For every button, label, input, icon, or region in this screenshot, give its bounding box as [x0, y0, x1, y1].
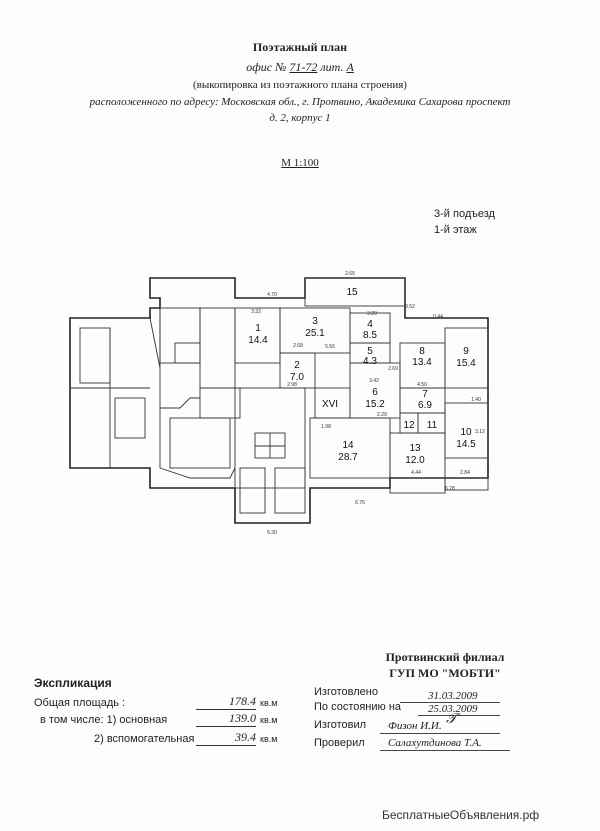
explication-title: Экспликация — [34, 676, 112, 690]
made-value: 31.03.2009 — [428, 690, 478, 702]
entrance-label: 3-й подъезд — [434, 208, 495, 220]
dim-label: 3.20 — [367, 311, 377, 317]
room-14-area: 28.7 — [338, 452, 358, 463]
main-area-value: 139.0 — [196, 711, 256, 727]
dim-label: 3.32 — [251, 309, 261, 315]
dim-label: 2.98 — [287, 382, 297, 388]
main-area-unit: кв.м — [260, 715, 278, 725]
checker-underline — [380, 750, 510, 751]
plan-subtitle: (выкопировка из поэтажного плана строени… — [193, 79, 407, 91]
room-4-number: 4 — [367, 319, 373, 330]
checker-value: Салахутдинова Т.А. — [388, 737, 482, 749]
dim-label: 5.56 — [325, 344, 335, 350]
maker-label: Изготовил — [314, 719, 367, 731]
plan-title: Поэтажный план — [252, 40, 348, 54]
room-5-area: 4.3 — [363, 356, 377, 367]
room-9-area: 15.4 — [456, 358, 476, 369]
dim-label: 2.65 — [345, 271, 355, 277]
dim-label: 2.84 — [460, 470, 470, 476]
room-9-number: 9 — [463, 346, 469, 357]
maker-value: Физон И.И. — [388, 720, 442, 732]
room-8-number: 8 — [419, 346, 425, 357]
address-line-2: д. 2, корпус 1 — [269, 112, 331, 124]
room-3-number: 3 — [312, 316, 318, 327]
office-number: 71-72 — [289, 60, 318, 74]
room-2-area: 7.0 — [290, 372, 304, 383]
room-5-number: 5 — [367, 346, 373, 357]
state-value: 25.03.2009 — [428, 703, 478, 715]
dim-label: 6.28 — [445, 486, 455, 492]
aux-area-unit: кв.м — [260, 734, 278, 744]
total-area-value: 178.4 — [196, 694, 256, 710]
room-4-area: 8.5 — [363, 330, 377, 341]
state-label: По состоянию на — [314, 701, 402, 713]
room-2-number: 2 — [294, 360, 300, 371]
main-area-label: в том числе: 1) основная — [40, 714, 168, 726]
org-name: ГУП МО "МОБТИ" — [389, 666, 501, 680]
dim-label: 0.44 — [433, 314, 443, 320]
room-13-area: 12.0 — [405, 455, 425, 466]
total-area-label: Общая площадь : — [34, 697, 126, 709]
dim-label: 4.50 — [417, 382, 427, 388]
dim-label: 2.29 — [377, 412, 387, 418]
floor-plan-drawing: 1 14.4 2 7.0 3 25.1 4 8.5 5 4.3 6 15.2 7… — [69, 271, 489, 536]
checker-label: Проверил — [314, 737, 365, 749]
dim-label: 3.12 — [475, 429, 485, 435]
room-7-area: 6.9 — [418, 400, 432, 411]
room-10-number: 10 — [460, 427, 472, 438]
dim-label: 1.98 — [321, 424, 331, 430]
dim-label: 3.52 — [405, 304, 415, 310]
scale-label: М 1:100 — [281, 157, 319, 169]
lit-value: А — [346, 60, 354, 74]
room-xvi-number: XVI — [322, 399, 338, 410]
maker-underline — [380, 733, 500, 734]
made-underline — [400, 702, 500, 703]
room-7-number: 7 — [422, 389, 428, 400]
office-prefix: офис № — [246, 60, 287, 74]
dim-label: 5.30 — [267, 530, 277, 536]
room-6-area: 15.2 — [365, 399, 385, 410]
aux-area-label: 2) вспомогательная — [94, 733, 195, 745]
dim-label: 1.40 — [471, 397, 481, 403]
room-1-area: 14.4 — [248, 335, 268, 346]
room-8-area: 13.4 — [412, 357, 432, 368]
dim-label: 2.68 — [293, 343, 303, 349]
floor-label: 1-й этаж — [434, 224, 477, 236]
room-12-number: 12 — [403, 420, 415, 431]
office-line: офис № 71-72 лит. А — [0, 60, 600, 75]
site-watermark: БесплатныеОбъявления.рф — [382, 808, 540, 822]
room-13-number: 13 — [409, 443, 421, 454]
dim-label: 3.42 — [369, 378, 379, 384]
room-10-area: 14.5 — [456, 439, 476, 450]
room-6-number: 6 — [372, 387, 378, 398]
made-label: Изготовлено — [314, 686, 378, 698]
aux-area-value: 39.4 — [196, 730, 256, 746]
dim-label: 4.70 — [267, 292, 277, 298]
dim-label: 4.44 — [411, 470, 421, 476]
maker-signature: 𝒯 — [446, 712, 457, 727]
lit-label: лит. — [320, 60, 344, 74]
room-11-number: 11 — [427, 420, 438, 431]
room-1-number: 1 — [255, 323, 261, 334]
dim-label: 6.76 — [355, 500, 365, 506]
state-underline — [418, 715, 500, 716]
room-15-number: 15 — [346, 287, 358, 298]
room-3-area: 25.1 — [305, 328, 325, 339]
org-branch: Протвинский филиал — [385, 650, 505, 664]
total-area-unit: кв.м — [260, 698, 278, 708]
room-14-number: 14 — [342, 440, 354, 451]
dim-label: 2.69 — [388, 366, 398, 372]
address-line-1: расположенного по адресу: Московская обл… — [89, 96, 511, 108]
